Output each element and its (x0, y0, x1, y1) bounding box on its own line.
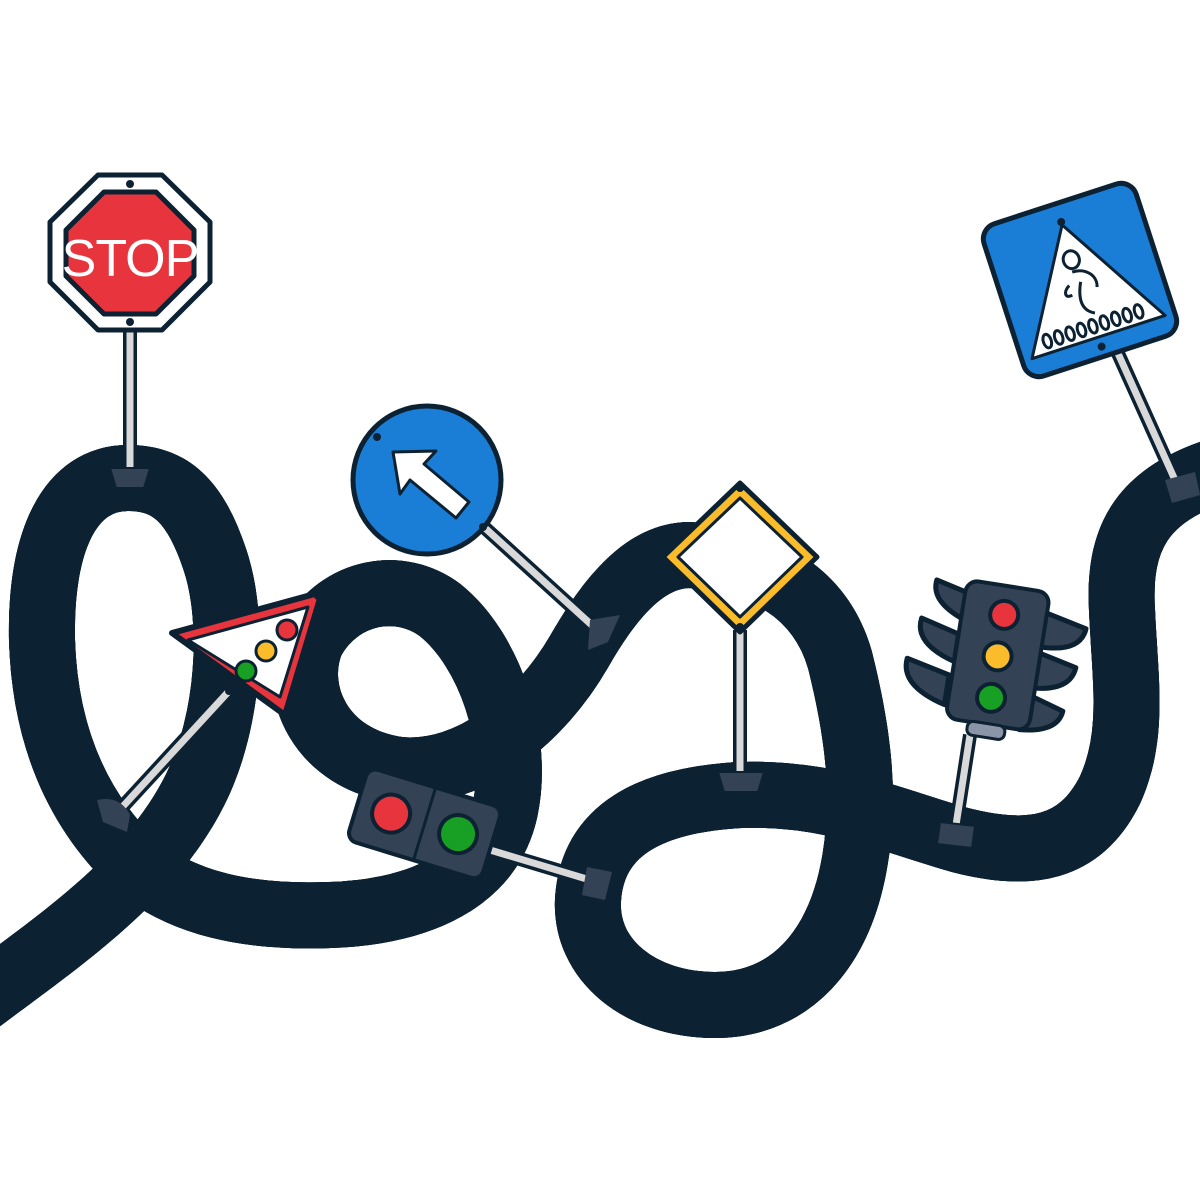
pole-base (582, 867, 612, 900)
stop-sign: STOP (47, 172, 213, 489)
pole-base (108, 467, 152, 489)
arrow-sign (350, 403, 620, 650)
green-light (437, 813, 480, 856)
traffic-light-icon (234, 618, 299, 683)
three-light-signal (903, 577, 1089, 850)
red-light (988, 598, 1021, 631)
two-light-signal (347, 767, 612, 900)
pole-base (935, 820, 977, 850)
arrow-up-left-icon (391, 449, 471, 520)
pole-base (97, 799, 130, 832)
green-light (975, 681, 1008, 714)
traffic-light-warning-sign (97, 589, 325, 832)
priority-road-sign (660, 480, 820, 793)
yellow-light (981, 640, 1014, 673)
pole-base (716, 771, 766, 793)
pole-base (588, 615, 620, 650)
winding-road (0, 470, 1200, 1038)
pole-base (1165, 472, 1200, 503)
pedestrian-crossing-sign (980, 180, 1200, 503)
stop-sign-label: STOP (62, 230, 199, 288)
pedestrian-crossing-icon (1041, 249, 1145, 350)
red-light (370, 792, 413, 835)
